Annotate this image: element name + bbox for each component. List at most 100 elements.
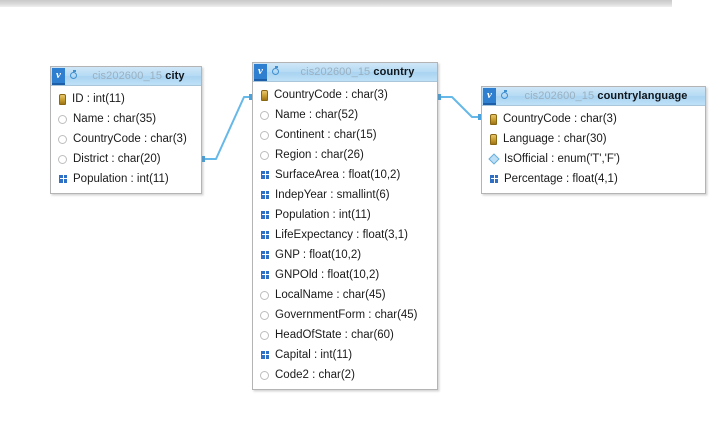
field-row[interactable]: CountryCode : char(3) [482, 109, 705, 129]
field-label: Capital : int(11) [275, 349, 353, 361]
field-row[interactable]: Population : int(11) [253, 205, 437, 225]
field-label: SurfaceArea : float(10,2) [275, 169, 401, 181]
field-label: District : char(20) [73, 153, 161, 165]
field-row[interactable]: LifeExpectancy : float(3,1) [253, 225, 437, 245]
field-label: Percentage : float(4,1) [504, 173, 618, 185]
field-label: LocalName : char(45) [275, 289, 386, 301]
er-diagram-canvas[interactable]: v cis202600_15 city ID : int(11) Name : cha… [0, 7, 728, 444]
sync-ring-icon [68, 69, 81, 83]
field-row[interactable]: LocalName : char(45) [253, 285, 437, 305]
field-row[interactable]: CountryCode : char(3) [253, 85, 437, 105]
relationship-line [202, 96, 252, 160]
char-icon [58, 114, 67, 124]
field-row[interactable]: Name : char(52) [253, 105, 437, 125]
sync-ring-icon [270, 65, 283, 79]
view-marker-icon: v [254, 63, 267, 81]
field-label: GNPOld : float(10,2) [275, 269, 380, 281]
table-schema-label: cis202600_15 [92, 70, 163, 82]
field-label: Name : char(35) [73, 113, 157, 125]
key-icon [261, 89, 268, 101]
field-label: CountryCode : char(3) [503, 113, 617, 125]
table-schema-label: cis202600_15 [524, 90, 595, 102]
table-header-city[interactable]: v cis202600_15 city [51, 67, 201, 86]
char-icon [260, 310, 269, 320]
field-label: Language : char(30) [503, 133, 607, 145]
field-label: IsOfficial : enum('T','F') [504, 153, 620, 165]
field-label: CountryCode : char(3) [274, 89, 388, 101]
field-row[interactable]: Name : char(35) [51, 109, 201, 129]
window-top-chrome-strip [0, 0, 728, 7]
relationship-line [438, 96, 481, 118]
table-fields-countrylanguage: CountryCode : char(3) Language : char(30)… [482, 106, 705, 193]
char-icon [260, 290, 269, 300]
num-icon [261, 211, 270, 219]
view-marker-icon: v [483, 87, 496, 105]
field-label: ID : int(11) [72, 93, 125, 105]
num-icon [261, 171, 270, 179]
num-icon [261, 191, 270, 199]
field-row[interactable]: Percentage : float(4,1) [482, 169, 705, 189]
key-icon [490, 113, 497, 125]
char-icon [58, 134, 67, 144]
table-name-label: city [165, 70, 185, 82]
num-icon [490, 175, 499, 183]
sync-ring-icon [499, 89, 512, 103]
field-row[interactable]: ID : int(11) [51, 89, 201, 109]
enum-icon [488, 153, 500, 165]
char-icon [260, 330, 269, 340]
field-row[interactable]: Capital : int(11) [253, 345, 437, 365]
field-row[interactable]: Code2 : char(2) [253, 365, 437, 385]
table-fields-city: ID : int(11) Name : char(35) CountryCode :… [51, 86, 201, 193]
table-name-label: countrylanguage [597, 90, 688, 102]
field-label: Continent : char(15) [275, 129, 377, 141]
field-row[interactable]: CountryCode : char(3) [51, 129, 201, 149]
field-label: Population : int(11) [73, 173, 169, 185]
field-row[interactable]: HeadOfState : char(60) [253, 325, 437, 345]
field-label: Name : char(52) [275, 109, 359, 121]
num-icon [261, 251, 270, 259]
field-label: CountryCode : char(3) [73, 133, 187, 145]
field-label: GovernmentForm : char(45) [275, 309, 418, 321]
key-icon [490, 133, 497, 145]
key-icon [59, 93, 66, 105]
table-name-label: country [373, 66, 415, 78]
field-label: Code2 : char(2) [275, 369, 355, 381]
field-row[interactable]: IsOfficial : enum('T','F') [482, 149, 705, 169]
num-icon [261, 271, 270, 279]
field-row[interactable]: Region : char(26) [253, 145, 437, 165]
num-icon [261, 231, 270, 239]
field-row[interactable]: Continent : char(15) [253, 125, 437, 145]
table-title-city: cis202600_15 city [81, 70, 201, 82]
char-icon [260, 370, 269, 380]
relationship-country-countrylanguage[interactable] [435, 94, 484, 120]
table-title-country: cis202600_15 country [283, 66, 437, 78]
field-label: GNP : float(10,2) [275, 249, 362, 261]
window-top-chrome-gap [672, 0, 728, 7]
field-label: IndepYear : smallint(6) [275, 189, 390, 201]
field-row[interactable]: Language : char(30) [482, 129, 705, 149]
field-row[interactable]: GNPOld : float(10,2) [253, 265, 437, 285]
field-row[interactable]: Population : int(11) [51, 169, 201, 189]
view-marker-icon: v [52, 67, 65, 85]
field-label: LifeExpectancy : float(3,1) [275, 229, 408, 241]
table-title-countrylanguage: cis202600_15 countrylanguage [512, 90, 705, 102]
field-label: Population : int(11) [275, 209, 371, 221]
table-header-country[interactable]: v cis202600_15 country [253, 63, 437, 82]
table-header-countrylanguage[interactable]: v cis202600_15 countrylanguage [482, 87, 705, 106]
table-city[interactable]: v cis202600_15 city ID : int(11) Name : cha… [50, 66, 202, 194]
field-label: HeadOfState : char(60) [275, 329, 394, 341]
table-schema-label: cis202600_15 [300, 66, 371, 78]
char-icon [260, 150, 269, 160]
num-icon [59, 175, 68, 183]
num-icon [261, 351, 270, 359]
relationship-city-country[interactable] [199, 94, 255, 162]
field-row[interactable]: District : char(20) [51, 149, 201, 169]
field-row[interactable]: GovernmentForm : char(45) [253, 305, 437, 325]
field-row[interactable]: IndepYear : smallint(6) [253, 185, 437, 205]
field-row[interactable]: GNP : float(10,2) [253, 245, 437, 265]
field-label: Region : char(26) [275, 149, 364, 161]
char-icon [260, 130, 269, 140]
field-row[interactable]: SurfaceArea : float(10,2) [253, 165, 437, 185]
